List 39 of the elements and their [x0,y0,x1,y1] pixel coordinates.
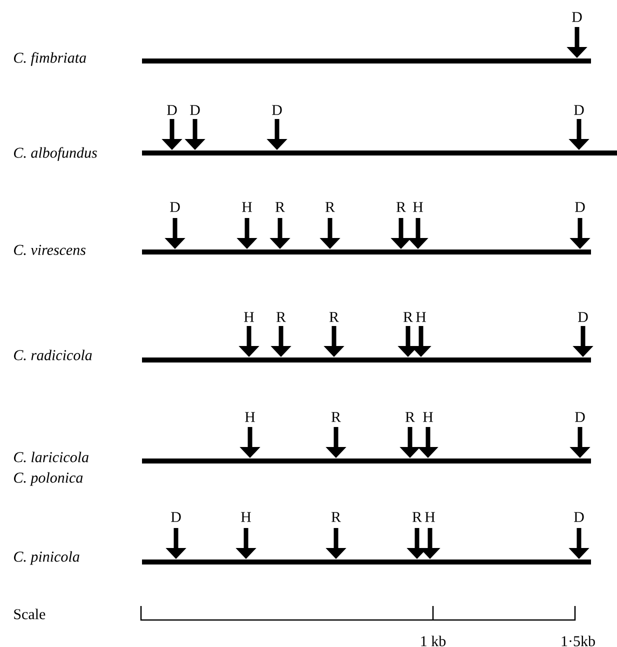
site-label: H [244,312,254,322]
site-label: H [245,412,255,422]
site-label: R [325,202,335,212]
site-label: R [396,202,406,212]
species-name: C. radicicola [14,350,92,360]
site-label: R [331,412,341,422]
site-label: D [572,12,582,22]
site-label: H [425,512,435,522]
site-label: D [574,105,584,115]
site-label: R [403,312,413,322]
site-label: D [190,105,200,115]
species-name: C. pinicola [14,551,80,565]
site-label: D [578,312,588,322]
species-name: C. virescens [14,244,86,256]
site-label: R [275,202,285,212]
site-label: D [575,412,585,422]
site-label: H [413,202,423,212]
site-label: H [241,512,251,522]
site-label: H [423,412,433,422]
site-label: R [412,512,422,522]
site-label: D [574,512,584,522]
site-label: D [170,202,180,212]
scale-label: 1 kb [421,636,446,646]
site-label: D [171,512,181,522]
site-label: R [405,412,415,422]
species-name: C. laricicola [14,452,88,462]
site-label: D [575,202,585,212]
species-name: C. albofundus [14,147,97,161]
species-name: C. polonica [14,472,83,486]
site-label: R [329,312,339,322]
site-label: D [272,105,282,115]
scale-title: Scale [14,608,46,620]
site-label: D [167,105,177,115]
site-label: H [242,202,252,212]
scale-label: 1·5kb [562,636,595,646]
site-label: R [276,312,286,322]
site-label: H [416,312,426,322]
species-name: C. fimbriata [14,52,86,66]
site-label: R [331,512,341,522]
